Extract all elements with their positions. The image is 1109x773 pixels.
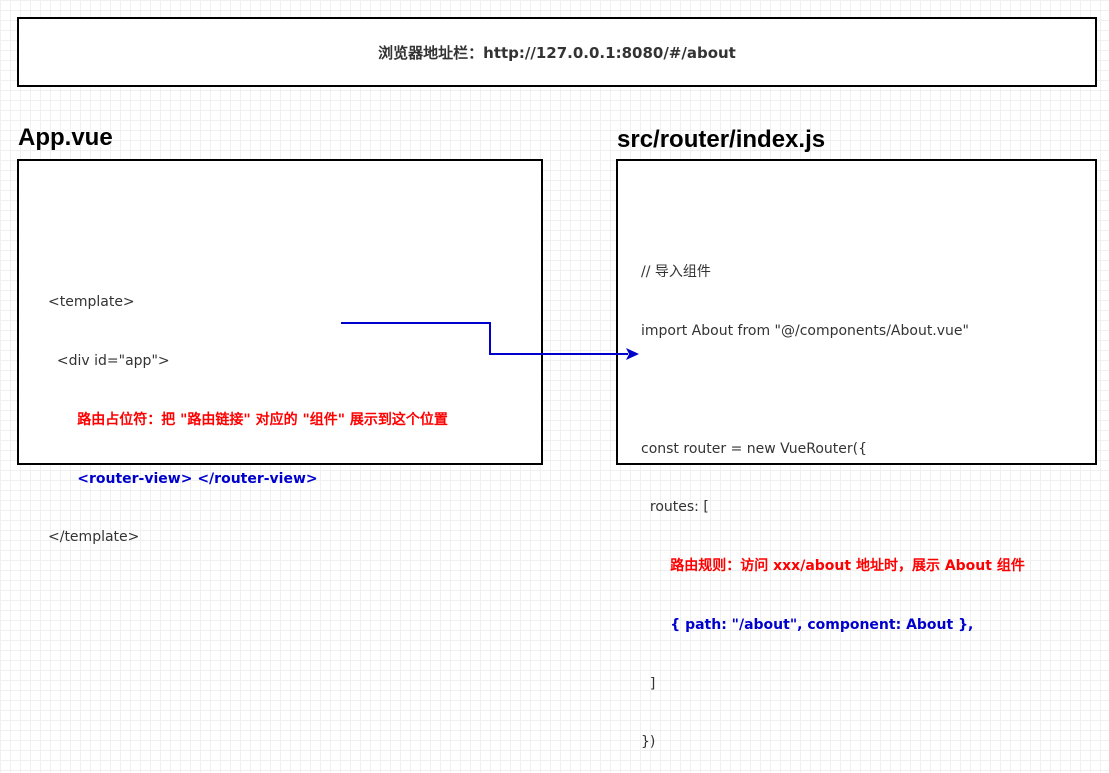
div-app-line: <div id="app"> [48, 352, 170, 369]
app-vue-title: App.vue [18, 124, 113, 151]
import-comment-line: // 导入组件 [641, 264, 711, 281]
template-open-line: <template> [48, 294, 135, 311]
router-close-line: }) [641, 734, 656, 751]
connector-line [341, 322, 628, 355]
router-view-note: 路由占位符：把 "路由链接" 对应的 "组件" 展示到这个位置 [48, 411, 448, 428]
route-rule-object: { path: "/about", component: About }, [641, 616, 974, 633]
router-index-box [616, 159, 1097, 465]
routes-open-line: routes: [ [641, 499, 709, 516]
router-index-title: src/router/index.js [617, 126, 826, 153]
router-const-line: const router = new VueRouter({ [641, 440, 868, 457]
import-about-line: import About from "@/components/About.vu… [641, 322, 969, 339]
routes-close-line: ] [641, 675, 656, 692]
app-vue-box [17, 159, 543, 465]
route-rule-note: 路由规则：访问 xxx/about 地址时，展示 About 组件 [641, 558, 1025, 575]
template-close-line: </template> [48, 529, 140, 546]
connector-arrow [341, 322, 639, 360]
address-bar-box: 浏览器地址栏：http://127.0.0.1:8080/#/about [17, 17, 1097, 87]
address-bar-text: 浏览器地址栏：http://127.0.0.1:8080/#/about [378, 43, 736, 62]
arrow-head-icon [626, 348, 639, 360]
